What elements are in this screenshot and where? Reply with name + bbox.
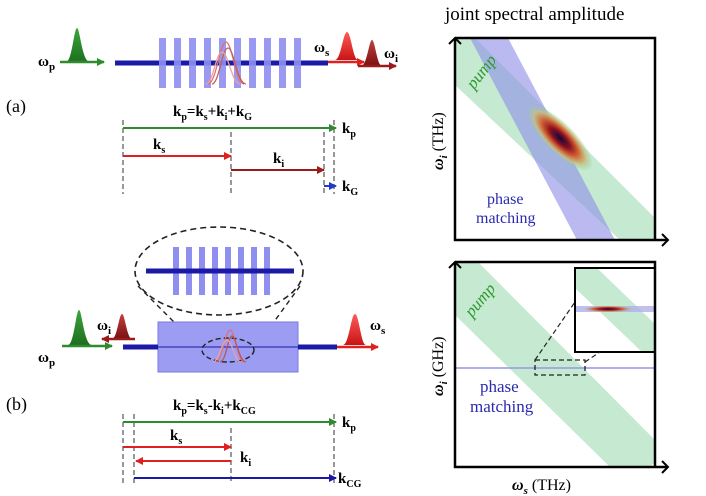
zoom-ellipse (134, 226, 304, 316)
jsa-top-plot (448, 36, 670, 247)
idler-pulse-b (112, 314, 132, 339)
kp-label-b: kp (342, 415, 356, 434)
panel-b-label: (b) (6, 394, 27, 415)
omega-s-label-b: ωs (370, 318, 386, 337)
omega-i-label-b: ωi (97, 318, 111, 337)
pair-generation-curves-a (205, 41, 247, 85)
xaxis-label-bottom: ωs (THz) (512, 477, 571, 496)
omega-p-label-b: ωp (38, 350, 55, 369)
jsa-bottom-plot (448, 260, 670, 474)
inset-zoom (574, 267, 656, 353)
kg-label-a: kG (342, 179, 358, 198)
zoom-box-bottom (534, 359, 586, 376)
equation-b: kp=ks-ki+kCG (173, 398, 256, 417)
panel-b-schematic (62, 226, 379, 373)
omega-p-label-a: ωp (38, 54, 55, 73)
pump-pulse-a (66, 28, 90, 62)
kp-label-a: kp (342, 121, 356, 140)
phase-label-bottom-2: matching (470, 397, 534, 416)
ki-label-b: ki (240, 450, 251, 469)
omega-s-label-a: ωs (314, 40, 330, 59)
signal-pulse-a (335, 32, 358, 60)
phase-label-top-1: phase (487, 191, 523, 208)
panel-a-schematic (60, 28, 397, 88)
jsa-blob-top (527, 105, 593, 171)
equation-a: kp=ks+ki+kG (173, 104, 252, 123)
vector-diagram-a (122, 120, 337, 194)
ki-label-a: ki (273, 151, 284, 170)
ks-label-b: ks (170, 428, 182, 447)
yaxis-label-bottom: ωi (GHz) (430, 336, 450, 396)
phase-label-top-2: matching (476, 210, 536, 227)
vector-diagram-b (122, 414, 337, 484)
kcg-label-b: kCG (338, 471, 362, 490)
signal-pulse-b (343, 314, 366, 345)
idler-pulse-a (361, 40, 382, 66)
bragg-grating-a (159, 38, 301, 88)
pump-band-bottom (455, 262, 655, 467)
yaxis-label-top: ωi (THz) (430, 112, 450, 170)
phase-label-bottom-1: phase (480, 377, 519, 396)
panel-a-label: (a) (6, 96, 26, 117)
jsa-title: joint spectral amplitude (444, 4, 624, 25)
pump-pulse-b (68, 310, 92, 345)
ks-label-a: ks (153, 137, 165, 156)
jsa-blob-inset (584, 305, 632, 313)
omega-i-label-a: ωi (384, 46, 398, 65)
